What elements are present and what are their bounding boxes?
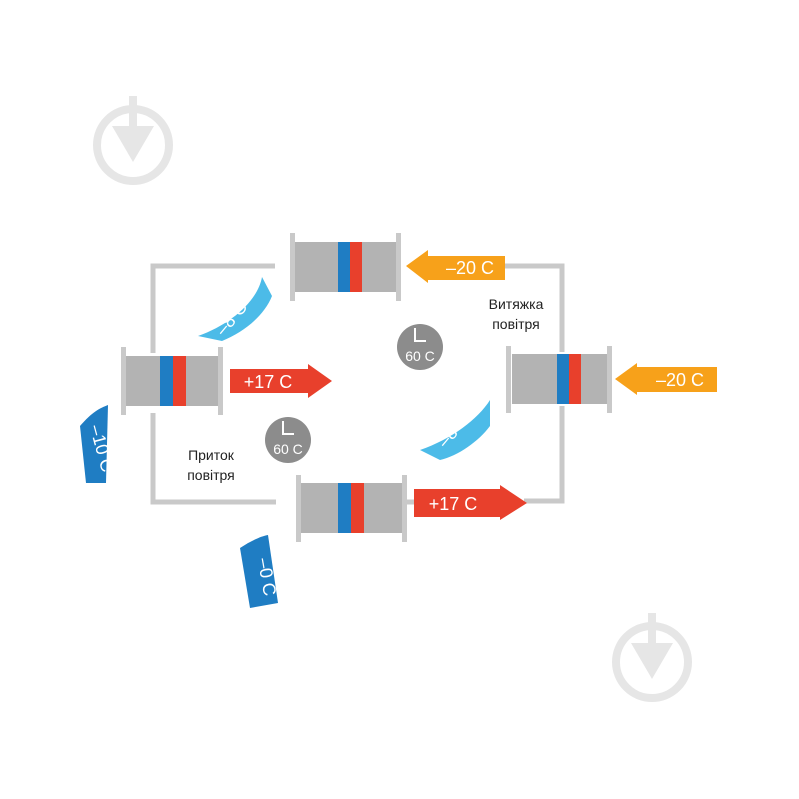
duct-network <box>150 263 565 505</box>
supply-label-line2: повітря <box>187 467 235 483</box>
exhaust-label-line1: Витяжка <box>489 296 544 312</box>
exchanger-unit-bottom <box>296 475 407 542</box>
clock-icon <box>414 328 426 342</box>
arrow-left-red-label: +17 C <box>244 372 293 392</box>
timer-left-label: 60 C <box>273 441 303 457</box>
watermark-icon-top-left <box>93 96 173 185</box>
timer-center-label: 60 C <box>405 348 435 364</box>
arrow-bottom-red-label: +17 C <box>429 494 478 514</box>
timer-center: 60 C <box>397 324 443 370</box>
exchanger-unit-right <box>506 346 612 413</box>
clock-icon <box>282 421 294 435</box>
watermark-icon-bottom-right <box>612 613 692 702</box>
arrow-mid-right-orange: –20 C <box>615 363 717 395</box>
exchanger-unit-left <box>121 347 223 415</box>
exhaust-label-line2: повітря <box>492 316 540 332</box>
arrow-bottom-blue: –0 C <box>240 535 280 608</box>
arrow-far-left-blue: –10 C <box>80 405 118 483</box>
arrow-bottom-red: +17 C <box>414 485 527 520</box>
exchanger-unit-top <box>290 233 401 301</box>
arrow-upper-left-light-blue: –8 C <box>198 277 272 341</box>
arrow-top-right-orange: –20 C <box>406 250 505 283</box>
supply-label-line1: Приток <box>188 447 235 463</box>
arrow-mid-right-light-blue: –8 C <box>420 400 490 460</box>
arrow-left-red: +17 C <box>230 364 332 398</box>
arrow-mid-right-label: –20 C <box>656 370 704 390</box>
arrow-top-right-label: –20 C <box>446 258 494 278</box>
timer-left: 60 C <box>265 417 311 463</box>
